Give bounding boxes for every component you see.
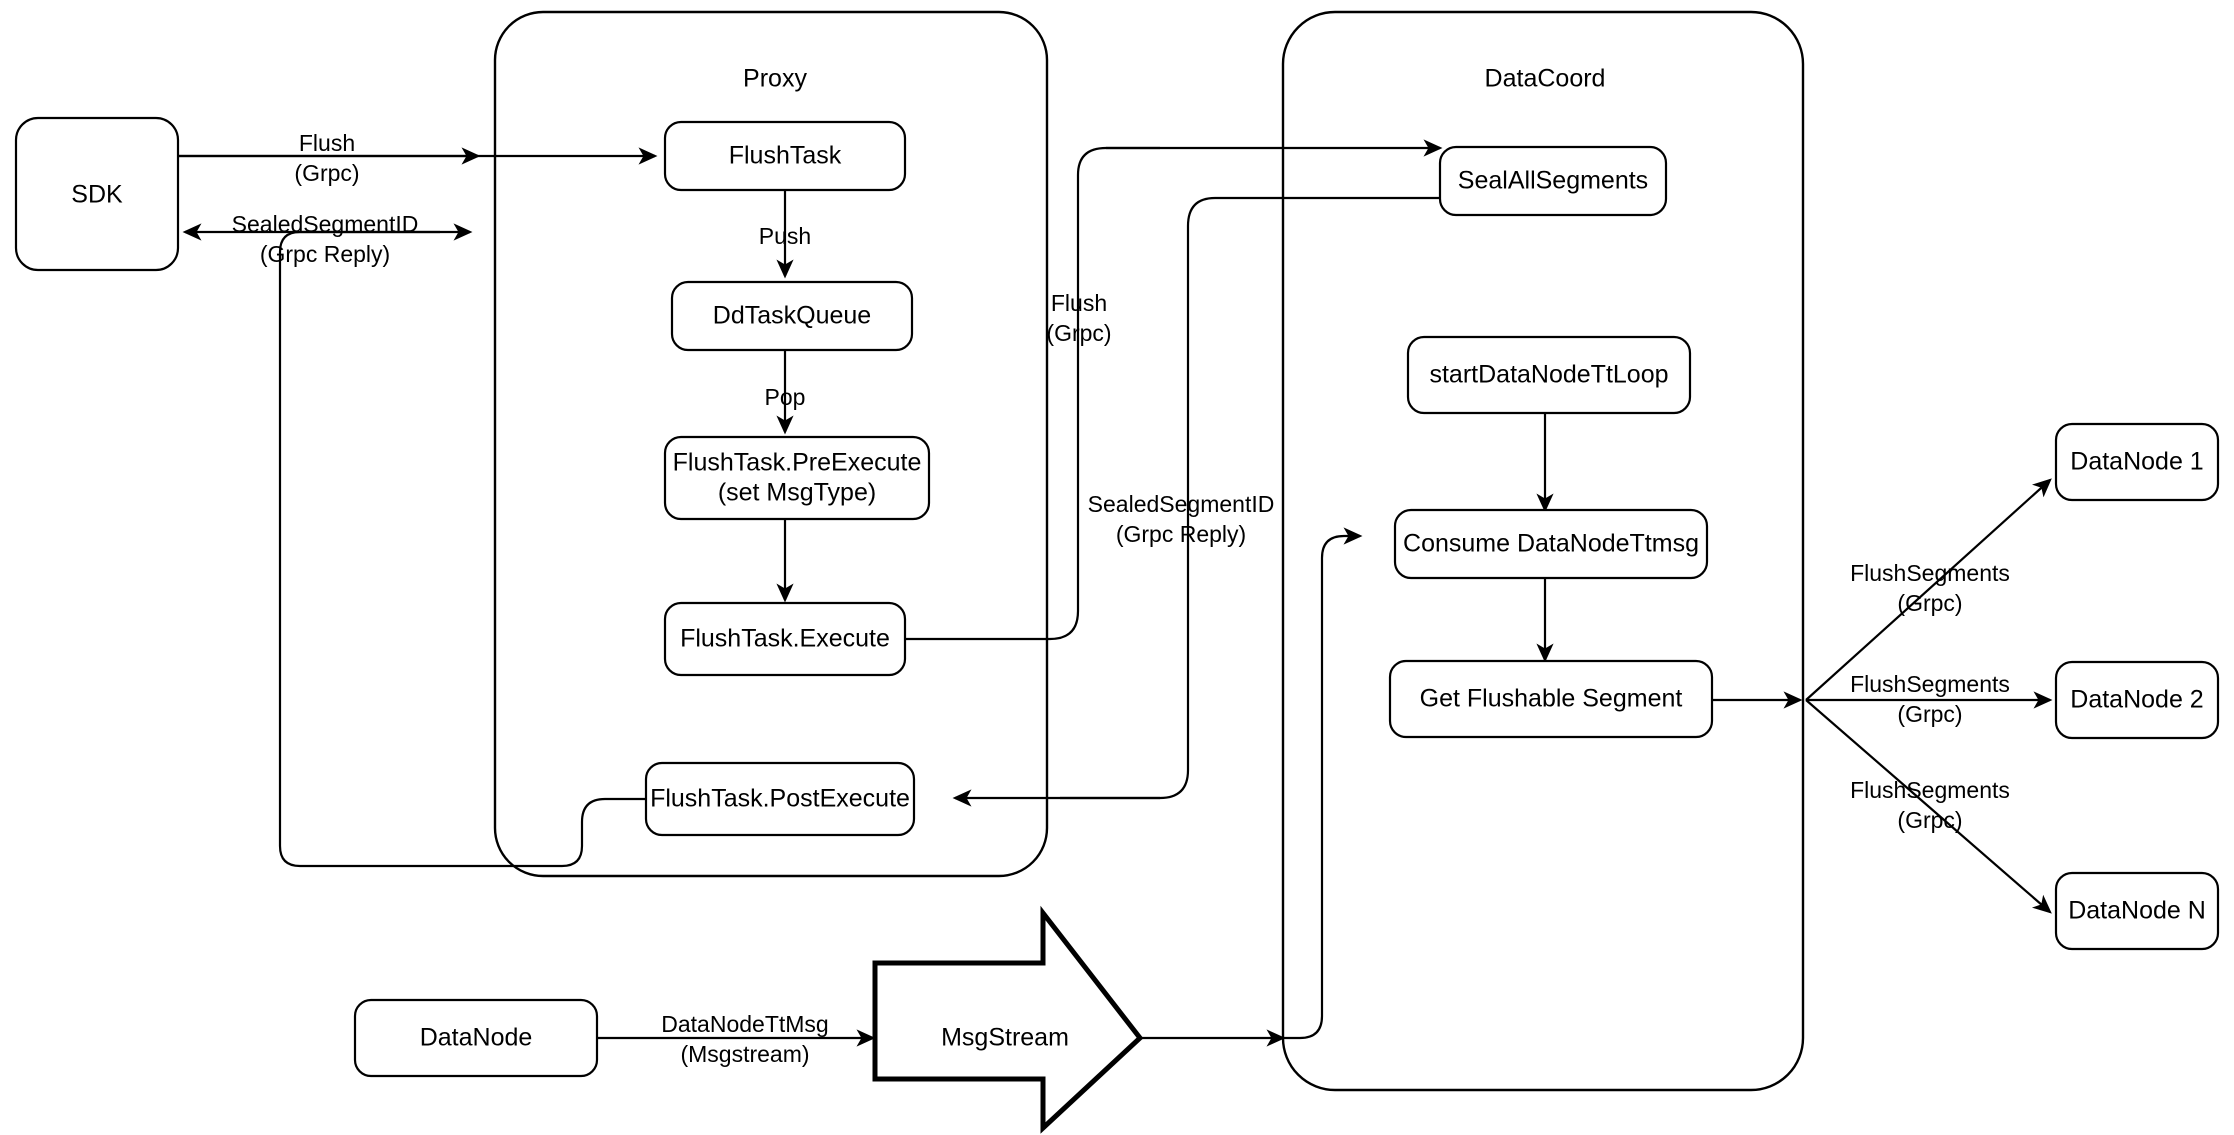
node-flush-task-execute-label: FlushTask.Execute <box>680 625 890 653</box>
node-seal-all-segments-label: SealAllSegments <box>1458 167 1648 195</box>
node-flush-task-preexecute-label-line1: FlushTask.PreExecute <box>673 449 922 477</box>
container-proxy-label: Proxy <box>743 65 807 93</box>
node-flush-task-postexecute[interactable] <box>644 761 916 837</box>
node-dd-task-queue[interactable] <box>670 280 914 352</box>
edge-label-pop: Pop <box>765 384 806 410</box>
node-flush-task-preexecute[interactable] <box>663 435 931 521</box>
node-datanode-n-label: DataNode N <box>2068 897 2206 925</box>
node-datanode-bottom[interactable] <box>353 998 599 1078</box>
node-start-datanode-tt-loop[interactable] <box>1406 335 1692 415</box>
edge-hub-to-datanoden <box>1805 699 2052 914</box>
edge-label-flush-segments-n-line1: FlushSegments <box>1850 777 2010 803</box>
node-datanode-1[interactable] <box>2054 422 2220 502</box>
node-sdk-label: SDK <box>71 181 123 209</box>
node-start-datanode-tt-loop-label: startDataNodeTtLoop <box>1429 361 1668 389</box>
edge-label-flush-segments-2-line1: FlushSegments <box>1850 671 2010 697</box>
edge-label-datanode-ttmsg-line2: (Msgstream) <box>680 1041 809 1067</box>
node-datanode-bottom-label: DataNode <box>420 1024 533 1052</box>
container-datacoord <box>1281 10 1805 1092</box>
node-consume-datanode-ttmsg-label: Consume DataNodeTtmsg <box>1403 530 1699 558</box>
edge-coord-to-proxy <box>1060 196 1440 800</box>
edge-label-coord-to-proxy-line2: (Grpc Reply) <box>1116 521 1246 547</box>
edge-label-proxy-to-coord-line1: Flush <box>1051 290 1107 316</box>
node-datanode-2-label: DataNode 2 <box>2070 686 2203 714</box>
node-flush-task-execute[interactable] <box>663 601 907 677</box>
edge-postexecute-to-sdk-route <box>300 797 646 868</box>
node-dd-task-queue-label: DdTaskQueue <box>713 302 871 330</box>
container-proxy <box>493 10 1049 878</box>
node-flush-task-preexecute-label-line2: (set MsgType) <box>718 479 876 507</box>
node-datanode-n[interactable] <box>2054 871 2220 951</box>
node-flush-task-label: FlushTask <box>729 142 842 170</box>
node-datanode-2[interactable] <box>2054 660 2220 740</box>
edge-label-flush-segments-1-line1: FlushSegments <box>1850 560 2010 586</box>
node-flush-task-postexecute-label: FlushTask.PostExecute <box>650 785 910 813</box>
node-datanode-1-label: DataNode 1 <box>2070 448 2203 476</box>
edge-label-proxy-to-coord-line2: (Grpc) <box>1046 320 1111 346</box>
edge-label-flush-segments-2-line2: (Grpc) <box>1897 701 1962 727</box>
node-msgstream[interactable] <box>872 905 1144 1134</box>
edge-coord-ttmsg-riser <box>1283 527 1363 1040</box>
node-flush-task[interactable] <box>663 120 907 192</box>
node-get-flushable-segment-label: Get Flushable Segment <box>1420 685 1683 713</box>
edge-label-proxy-to-sdk-line1: SealedSegmentID <box>232 211 419 237</box>
edge-label-datanode-ttmsg-line1: DataNodeTtMsg <box>661 1011 828 1037</box>
node-sdk[interactable] <box>14 116 180 272</box>
edge-label-coord-to-proxy-line1: SealedSegmentID <box>1088 491 1275 517</box>
edge-hub-to-datanode1 <box>1805 478 2052 701</box>
edge-label-flush-segments-n-line2: (Grpc) <box>1897 807 1962 833</box>
container-datacoord-label: DataCoord <box>1485 65 1606 93</box>
edge-label-push: Push <box>759 223 811 249</box>
edge-execute-to-coord <box>905 146 1160 641</box>
node-consume-datanode-ttmsg[interactable] <box>1393 508 1709 580</box>
node-msgstream-label: MsgStream <box>941 1024 1069 1052</box>
edge-label-sdk-to-proxy-line2: (Grpc) <box>294 160 359 186</box>
edge-label-proxy-to-sdk-line2: (Grpc Reply) <box>260 241 390 267</box>
node-seal-all-segments[interactable] <box>1438 145 1668 217</box>
edge-postexecute-riser <box>278 223 473 868</box>
edge-label-sdk-to-proxy-line1: Flush <box>299 130 355 156</box>
edge-label-flush-segments-1-line2: (Grpc) <box>1897 590 1962 616</box>
node-get-flushable-segment[interactable] <box>1388 659 1714 739</box>
